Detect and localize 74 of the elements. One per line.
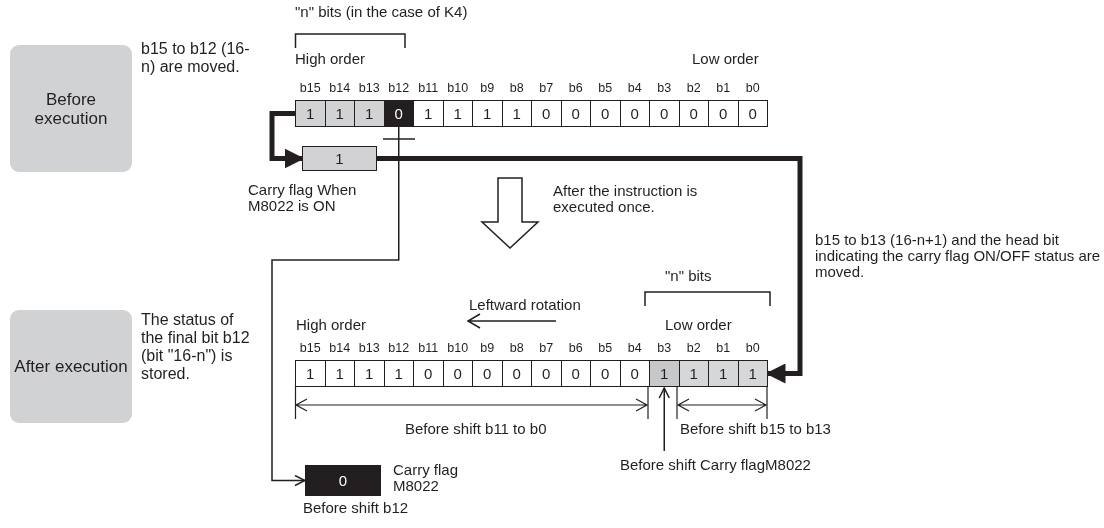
carry-flag-box: 0 [305,465,381,496]
note-text: Before shift b12 [303,500,409,516]
bit-number: b10 [446,81,470,95]
bit-number: b11 [417,81,440,95]
bit-cell: 1 [354,100,385,127]
arrow [377,156,803,384]
bit-number: b15 [298,81,322,95]
bit-number: b8 [508,341,525,355]
bit-cell: 1 [354,360,385,387]
order-label: High order [296,317,367,333]
bit-number: b3 [656,81,673,95]
bit-cell: 0 [590,360,621,387]
bit-cell: 0 [649,100,680,127]
bit-number: b15 [298,341,322,355]
bit-number: b13 [357,341,381,355]
bit-cell: 0 [531,100,562,127]
bit-cell: 0 [472,360,503,387]
bit-number: b7 [538,341,555,355]
bit-number: b6 [567,341,584,355]
bit-number: b13 [357,81,381,95]
dimension-label: Before shift b11 to b0 [405,421,547,437]
bit-cell: 0 [708,100,739,127]
bit-number: b9 [479,341,496,355]
bit-number: b7 [538,81,555,95]
note-text: The status of the final bit b12 (bit "16-n") is stored. [141,311,251,383]
note-text: b15 to b13 (16-n+1) and the head bit indicating the carry flag ON/OFF status are moved. [815,232,1102,280]
note-text: Carry flag When M8022 is ON [248,182,358,214]
bit-number: b5 [597,341,614,355]
bit-cell: 0 [590,100,621,127]
bit-number: b4 [626,341,643,355]
bit-cell: 1 [295,100,326,127]
bit-cell: 1 [413,100,444,127]
bracket-label: "n" bits [665,268,712,284]
leader-line [658,387,670,452]
bit-number: b2 [685,81,702,95]
note-text: Leftward rotation [469,297,581,313]
bit-number: b14 [328,341,352,355]
bit-number: b12 [387,81,411,95]
state-box: Before execution [10,45,132,172]
bit-number: b0 [744,341,761,355]
bit-cell: 1 [295,360,326,387]
bit-number: b9 [479,81,496,95]
arrow [271,126,400,487]
bit-cell: 0 [737,100,768,127]
order-label: High order [295,51,366,67]
bit-number: b11 [417,341,440,355]
bit-cell: 0 [413,360,444,387]
bit-number: b1 [715,81,732,95]
bit-cell: 1 [649,360,680,387]
bit-number: b10 [446,341,470,355]
carry-flag-box: 1 [302,146,377,171]
bit-number: b14 [328,81,352,95]
order-label: Low order [665,317,732,333]
dimension-label: Before shift b15 to b13 [680,421,831,437]
bit-number: b5 [597,81,614,95]
state-box: After execution [10,310,132,423]
note-text: Carry flag M8022 [393,462,460,494]
bit-cell: 1 [708,360,739,387]
bit-number: b12 [387,341,411,355]
bit-cell: 1 [737,360,768,387]
bit-cell: 1 [472,100,503,127]
bit-number: b0 [744,81,761,95]
bracket-label: "n" bits (in the case of K4) [295,4,468,20]
bit-number: b8 [508,81,525,95]
note-text: b15 to b12 (16-n) are moved. [141,40,251,76]
note-text: After the instruction is executed once. [553,183,699,215]
bit-number: b6 [567,81,584,95]
bit-number: b2 [685,341,702,355]
bit-number: b4 [626,81,643,95]
bit-cell: 0 [531,360,562,387]
bit-number: b3 [656,341,673,355]
bit-number: b1 [715,341,732,355]
order-label: Low order [692,51,759,67]
note-text: Before shift Carry flagM8022 [620,457,820,473]
